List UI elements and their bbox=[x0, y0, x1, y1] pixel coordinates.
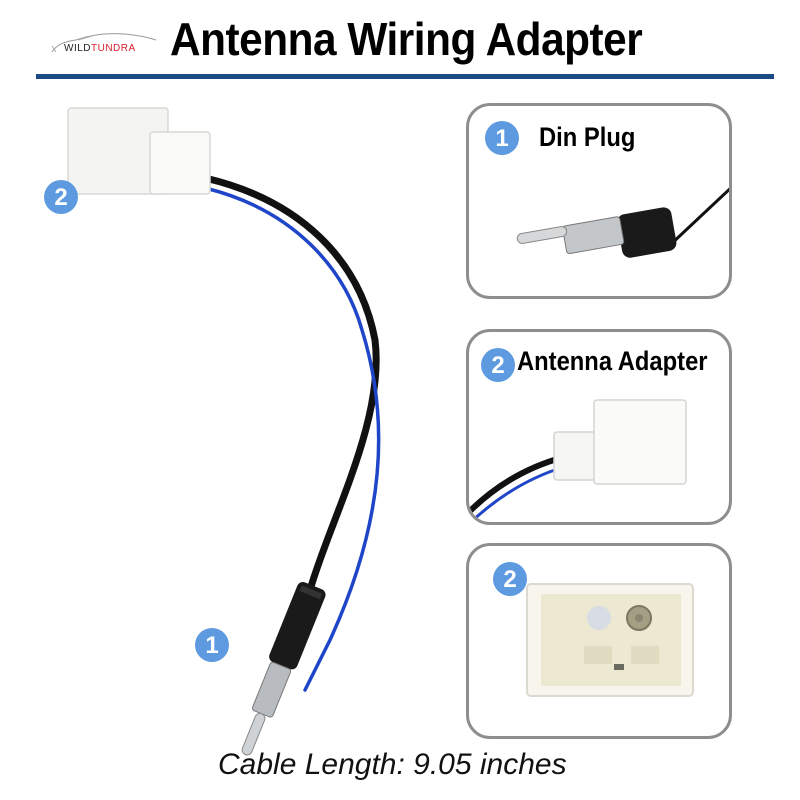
header-divider bbox=[36, 74, 774, 79]
logo-word-wild: WILD bbox=[64, 43, 91, 54]
callout-badge-2: 2 bbox=[44, 180, 78, 214]
panel-label: Din Plug bbox=[539, 122, 636, 152]
adapter-connector-icon bbox=[67, 107, 211, 195]
logo-text: WILDTUNDRA bbox=[64, 43, 136, 54]
adapter-plug-icon bbox=[469, 399, 687, 522]
din-plug-icon bbox=[516, 187, 729, 258]
cable-length-caption: Cable Length: 9.05 inches bbox=[218, 748, 567, 781]
panel-badge: 1 bbox=[485, 121, 519, 155]
car-silhouette-icon bbox=[51, 33, 157, 53]
panel-label: Antenna Adapter bbox=[517, 346, 708, 376]
detail-panel-antenna-adapter: 2 Antenna Adapter bbox=[466, 329, 732, 525]
connector-socket-icon bbox=[526, 583, 694, 697]
panel-badge: 2 bbox=[481, 348, 515, 382]
page-title: Antenna Wiring Adapter bbox=[170, 13, 643, 65]
detail-panel-din-plug: 1 Din Plug bbox=[466, 103, 732, 299]
detail-panel-connector-socket: 2 bbox=[466, 543, 732, 739]
callout-badge-1: 1 bbox=[195, 628, 229, 662]
brand-logo: WILDTUNDRA bbox=[48, 30, 158, 58]
product-illustration bbox=[67, 107, 381, 756]
panel-badge: 2 bbox=[493, 562, 527, 596]
din-plug-icon bbox=[241, 582, 326, 756]
logo-word-tundra: TUNDRA bbox=[91, 43, 136, 54]
